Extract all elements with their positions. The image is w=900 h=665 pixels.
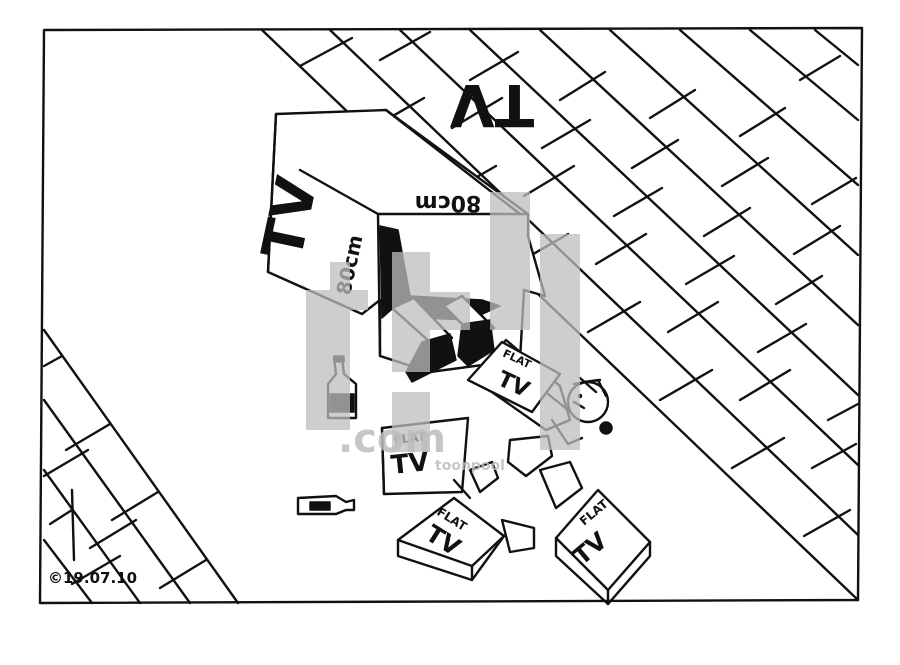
watermark-domain: .com [338, 416, 446, 462]
pavement-bottom-left [42, 328, 240, 605]
flat-tv-box-bottom [396, 496, 506, 582]
big-box-size-top: 80cm [415, 190, 482, 215]
flat-tv-box-right [554, 488, 652, 606]
flat-tv-left-line2: TV [390, 447, 431, 481]
copyright-date: ©19.07.10 [48, 569, 137, 587]
bottle-lying [296, 494, 356, 516]
big-box-label-top: TV [450, 71, 535, 139]
watermark-text: toonpool [435, 458, 505, 474]
watermark [306, 192, 580, 452]
